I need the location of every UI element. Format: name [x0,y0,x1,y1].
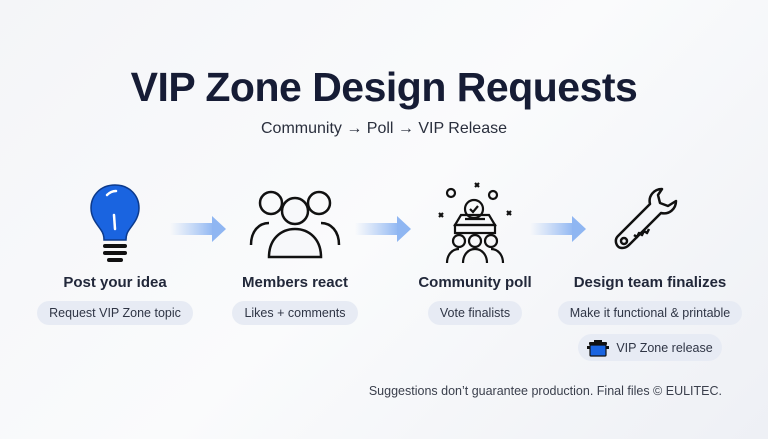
step-members-react: Members react Likes + comments [195,180,395,325]
arrow-right-icon [355,216,411,242]
step-pill: Likes + comments [232,301,358,325]
ballot-box-icon [375,180,575,266]
pot-icon [587,339,610,357]
step-pill: Request VIP Zone topic [37,301,193,325]
release-label: VIP Zone release [616,340,713,355]
page-title: VIP Zone Design Requests [130,64,638,110]
step-pill: Make it functional & printable [557,301,743,325]
step-pill: Vote finalists [427,301,523,325]
release-badge: VIP Zone release [578,334,722,361]
arrow-right-icon [170,216,226,242]
step-heading: Community poll [418,274,532,291]
lightbulb-icon [15,180,215,266]
wrench-icon [550,180,750,266]
step-heading: Design team finalizes [573,274,727,291]
footnote: Suggestions don’t guarantee production. … [368,384,722,398]
step-design-finalize: Design team finalizes Make it functional… [550,180,750,325]
step-community-poll: Community poll Vote finalists [375,180,575,325]
subtitle: Community → Poll → VIP Release [260,120,507,137]
arrow-right-icon [530,216,586,242]
step-post-idea: Post your idea Request VIP Zone topic [15,180,215,325]
users-icon [195,180,395,266]
step-heading: Post your idea [63,274,167,291]
step-heading: Members react [242,274,348,291]
